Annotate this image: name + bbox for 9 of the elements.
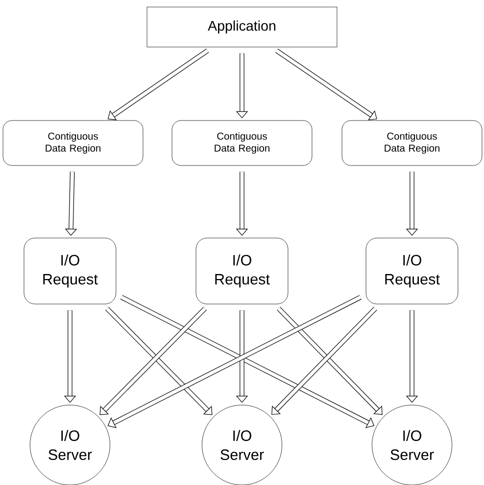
region-box: Contiguous Data Region xyxy=(172,120,312,166)
request-box: I/O Request xyxy=(196,238,288,304)
process-box: Application xyxy=(146,6,338,48)
request-box: I/O Request xyxy=(24,238,116,304)
block-arrow xyxy=(275,48,378,120)
block-arrow xyxy=(108,48,209,120)
region-box: Contiguous Data Region xyxy=(2,120,144,166)
region-box: Contiguous Data Region xyxy=(342,120,482,166)
request-box: I/O Request xyxy=(366,238,458,304)
